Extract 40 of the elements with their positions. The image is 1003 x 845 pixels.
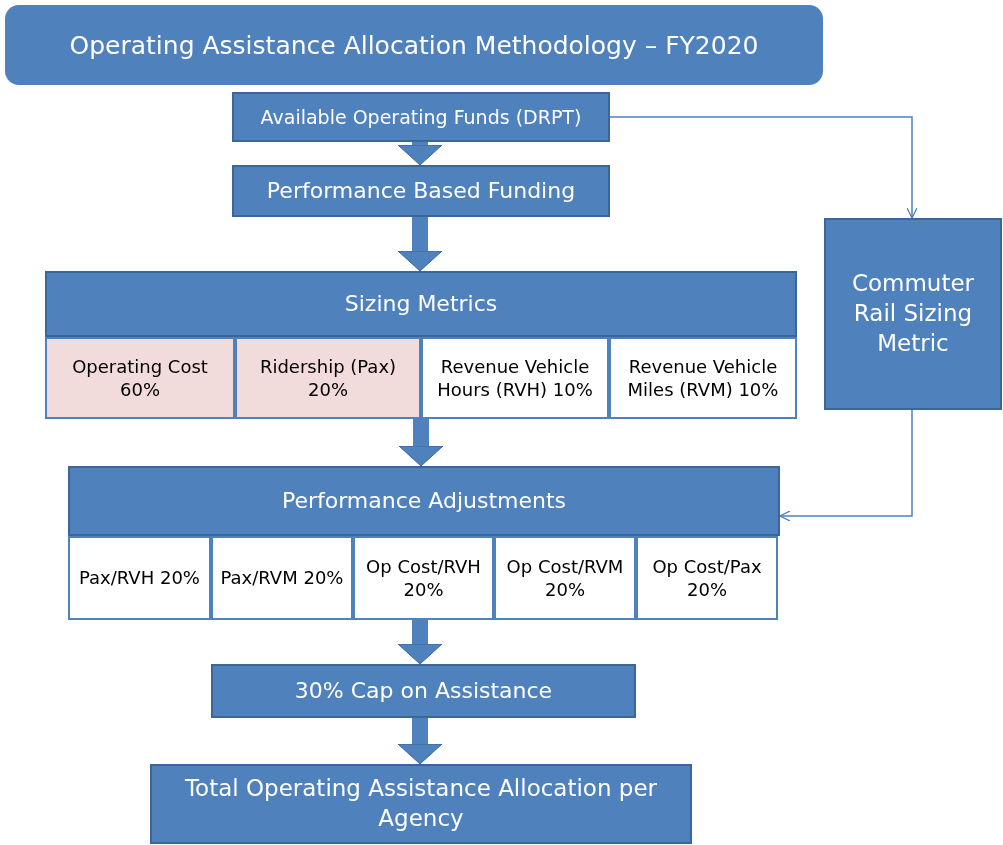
- process-box: [45, 271, 797, 337]
- process-box: [824, 218, 1002, 410]
- node-label: Op Cost/Pax 20%: [651, 554, 763, 602]
- process-box: [232, 165, 610, 217]
- node-label: Performance Based Funding: [266, 176, 576, 205]
- arrow: [609, 116, 918, 219]
- node-label: Revenue Vehicle Hours (RVH) 10%: [436, 354, 594, 402]
- node-label: Pax/RVM 20%: [220, 566, 344, 590]
- metric-cell: [235, 337, 421, 419]
- block-arrow: [398, 419, 444, 467]
- process-box: [232, 92, 610, 142]
- node-label: Commuter Rail Sizing Metric: [850, 269, 976, 358]
- node-label: Pax/RVH 20%: [79, 566, 200, 590]
- block-arrow: [397, 217, 443, 272]
- node-label: Op Cost/RVH 20%: [365, 554, 482, 602]
- node-label: Total Operating Assistance Allocation per Agency: [183, 774, 659, 833]
- arrow: [779, 409, 913, 522]
- metric-cell: [211, 536, 353, 620]
- block-arrow: [397, 620, 443, 665]
- node-label: Ridership (Pax) 20%: [258, 354, 398, 402]
- node-label: Available Operating Funds (DRPT): [260, 104, 582, 130]
- metric-cell: [353, 536, 494, 620]
- node-label: Op Cost/RVM 20%: [505, 554, 625, 602]
- node-label: Operating Cost 60%: [71, 354, 209, 402]
- node-label: Revenue Vehicle Miles (RVM) 10%: [626, 354, 780, 402]
- process-box: [68, 466, 780, 536]
- node-label: Performance Adjustments: [281, 486, 567, 515]
- block-arrow: [397, 142, 443, 166]
- node-label: 30% Cap on Assistance: [294, 676, 553, 705]
- metric-cell: [609, 337, 797, 419]
- process-box: [211, 664, 636, 718]
- block-arrow: [397, 718, 443, 765]
- metric-cell: [494, 536, 636, 620]
- process-box: [150, 764, 692, 844]
- metric-cell: [636, 536, 778, 620]
- metric-cell: [68, 536, 211, 620]
- metric-cell: [421, 337, 609, 419]
- node-label: Sizing Metrics: [344, 289, 498, 318]
- metric-cell: [45, 337, 235, 419]
- title-banner: Operating Assistance Allocation Methodology – FY2020: [5, 5, 823, 85]
